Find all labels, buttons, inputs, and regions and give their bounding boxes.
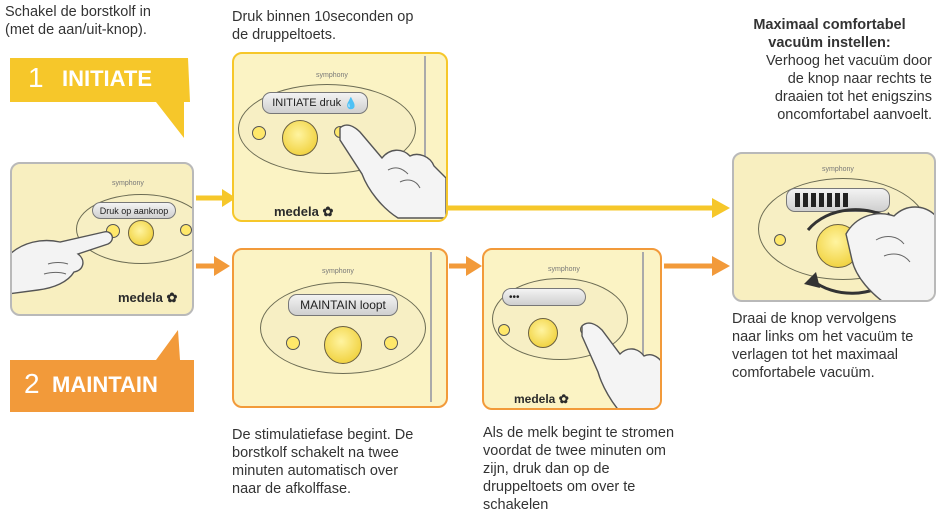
maintain-drop-button[interactable] — [384, 336, 398, 350]
stim-phase-text: De stimulatiefase begint. De borstkolf s… — [232, 426, 413, 498]
press-drop-line-1: Druk binnen 10seconden op — [232, 9, 414, 25]
callout-initiate-shape — [10, 58, 190, 138]
turn-left-line-1: Draai de knop vervolgens — [732, 311, 897, 327]
milk-line-2: voordat de twee minuten om — [483, 443, 666, 459]
switch-vacuum-knob[interactable] — [528, 318, 558, 348]
switch-brand-text: medela — [514, 392, 556, 406]
max-body-line-4: oncomfortabel aanvoelt. — [777, 107, 932, 123]
switch-display: ••• — [502, 288, 586, 306]
drop-icon: 💧 — [344, 97, 358, 110]
milk-line-1: Als de melk begint te stromen — [483, 425, 675, 441]
vacuum-power-button[interactable] — [774, 234, 786, 246]
start-display: Druk op aanknop — [92, 202, 176, 219]
switch-on-text: Schakel de borstkolf in (met de aan/uit-… — [5, 3, 151, 39]
max-vacuum-text: Maximaal comfortabel vacuüm instellen: V… — [727, 16, 932, 124]
panel-edge-line — [430, 252, 432, 402]
maintain-label: MAINTAIN — [52, 372, 158, 397]
hand-icon — [339, 124, 446, 219]
switch-model-label: symphony — [548, 266, 580, 273]
maintain-power-button[interactable] — [286, 336, 300, 350]
switch-brand: medela ✿ — [514, 392, 569, 406]
vacuum-display — [786, 188, 890, 212]
medela-logo-icon: ✿ — [166, 290, 178, 305]
panel-edge-line — [642, 252, 644, 402]
milk-flow-text: Als de melk begint te stromen voordat de… — [483, 424, 674, 514]
arrow-switch-to-vacuum-head — [712, 256, 730, 276]
maintain-vacuum-knob[interactable] — [324, 326, 362, 364]
max-body-line-1: Verhoog het vacuüm door — [765, 53, 932, 69]
initiate-label: INITIATE — [62, 66, 153, 91]
initiate-model-label: symphony — [316, 72, 348, 79]
arrow-start-to-maintain-head — [214, 256, 230, 276]
arrow-start-to-initiate-head — [222, 189, 236, 207]
start-vacuum-knob[interactable] — [128, 220, 154, 246]
max-title-line-2: vacuüm instellen: — [768, 35, 891, 51]
hand-icon — [581, 322, 660, 408]
turn-left-line-2: naar links om het vacuüm te — [732, 329, 914, 345]
vacuum-level-bars — [795, 193, 848, 207]
turn-left-line-4: comfortabele vacuüm. — [732, 365, 875, 381]
stim-line-3: minuten automatisch over — [232, 463, 399, 479]
initiate-display-text: INITIATE druk — [272, 97, 342, 109]
initiate-power-button[interactable] — [252, 126, 266, 140]
start-brand-text: medela — [118, 290, 163, 305]
max-body-line-2: de knop naar rechts te — [787, 71, 932, 87]
panel-maintain: symphony MAINTAIN loopt — [232, 248, 448, 408]
stim-line-2: borstkolf schakelt na twee — [232, 445, 399, 461]
panel-switch: symphony ••• medela ✿ — [482, 248, 662, 410]
callout-maintain: 2 MAINTAIN — [8, 330, 198, 414]
press-drop-line-2: de druppeltoets. — [232, 27, 336, 43]
panel-start: symphony Druk op aanknop medela ✿ — [10, 162, 194, 316]
switch-display-text: ••• — [509, 291, 520, 303]
vacuum-model-label: symphony — [822, 166, 854, 173]
stim-line-1: De stimulatiefase begint. De — [232, 427, 414, 443]
start-drop-button[interactable] — [180, 224, 192, 236]
start-brand: medela ✿ — [118, 290, 177, 306]
milk-line-3: zijn, druk dan op de — [483, 461, 610, 477]
maintain-number: 2 — [24, 368, 40, 399]
switch-on-line-2: (met de aan/uit-knop). — [5, 22, 147, 38]
panel-edge-line — [424, 56, 426, 186]
initiate-brand-text: medela — [274, 204, 319, 219]
press-drop-text: Druk binnen 10seconden op de druppeltoet… — [232, 8, 413, 44]
callout-initiate: 1 INITIATE — [8, 56, 192, 138]
turn-left-line-3: verlagen tot het maximaal — [732, 347, 899, 363]
max-title-line-1: Maximaal comfortabel — [753, 17, 906, 33]
hand-icon — [845, 206, 934, 300]
initiate-vacuum-knob[interactable] — [282, 120, 318, 156]
initiate-display: INITIATE druk 💧 — [262, 92, 368, 114]
milk-line-5: schakelen — [483, 497, 549, 513]
callout-maintain-shape — [10, 330, 194, 412]
initiate-number: 1 — [28, 62, 44, 93]
arrow-maintain-to-switch-head — [466, 256, 482, 276]
panel-vacuum: symphony — [732, 152, 936, 302]
max-body-line-3: draaien tot het enigszins — [774, 89, 932, 105]
stim-line-4: naar de afkolffase. — [232, 481, 352, 497]
switch-on-line-1: Schakel de borstkolf in — [5, 4, 151, 20]
turn-left-text: Draai de knop vervolgens naar links om h… — [732, 310, 913, 382]
hand-icon — [12, 231, 114, 295]
maintain-model-label: symphony — [322, 268, 354, 275]
panel-initiate: symphony INITIATE druk 💧 medela ✿ — [232, 52, 448, 222]
milk-line-4: druppeltoets om over te — [483, 479, 636, 495]
maintain-display: MAINTAIN loopt — [288, 294, 398, 316]
arrow-initiate-to-vacuum-head — [712, 198, 730, 218]
start-model-label: symphony — [112, 180, 144, 187]
switch-power-button[interactable] — [498, 324, 510, 336]
initiate-brand: medela ✿ — [274, 204, 333, 220]
medela-logo-icon: ✿ — [322, 204, 334, 219]
medela-logo-icon: ✿ — [558, 392, 569, 406]
